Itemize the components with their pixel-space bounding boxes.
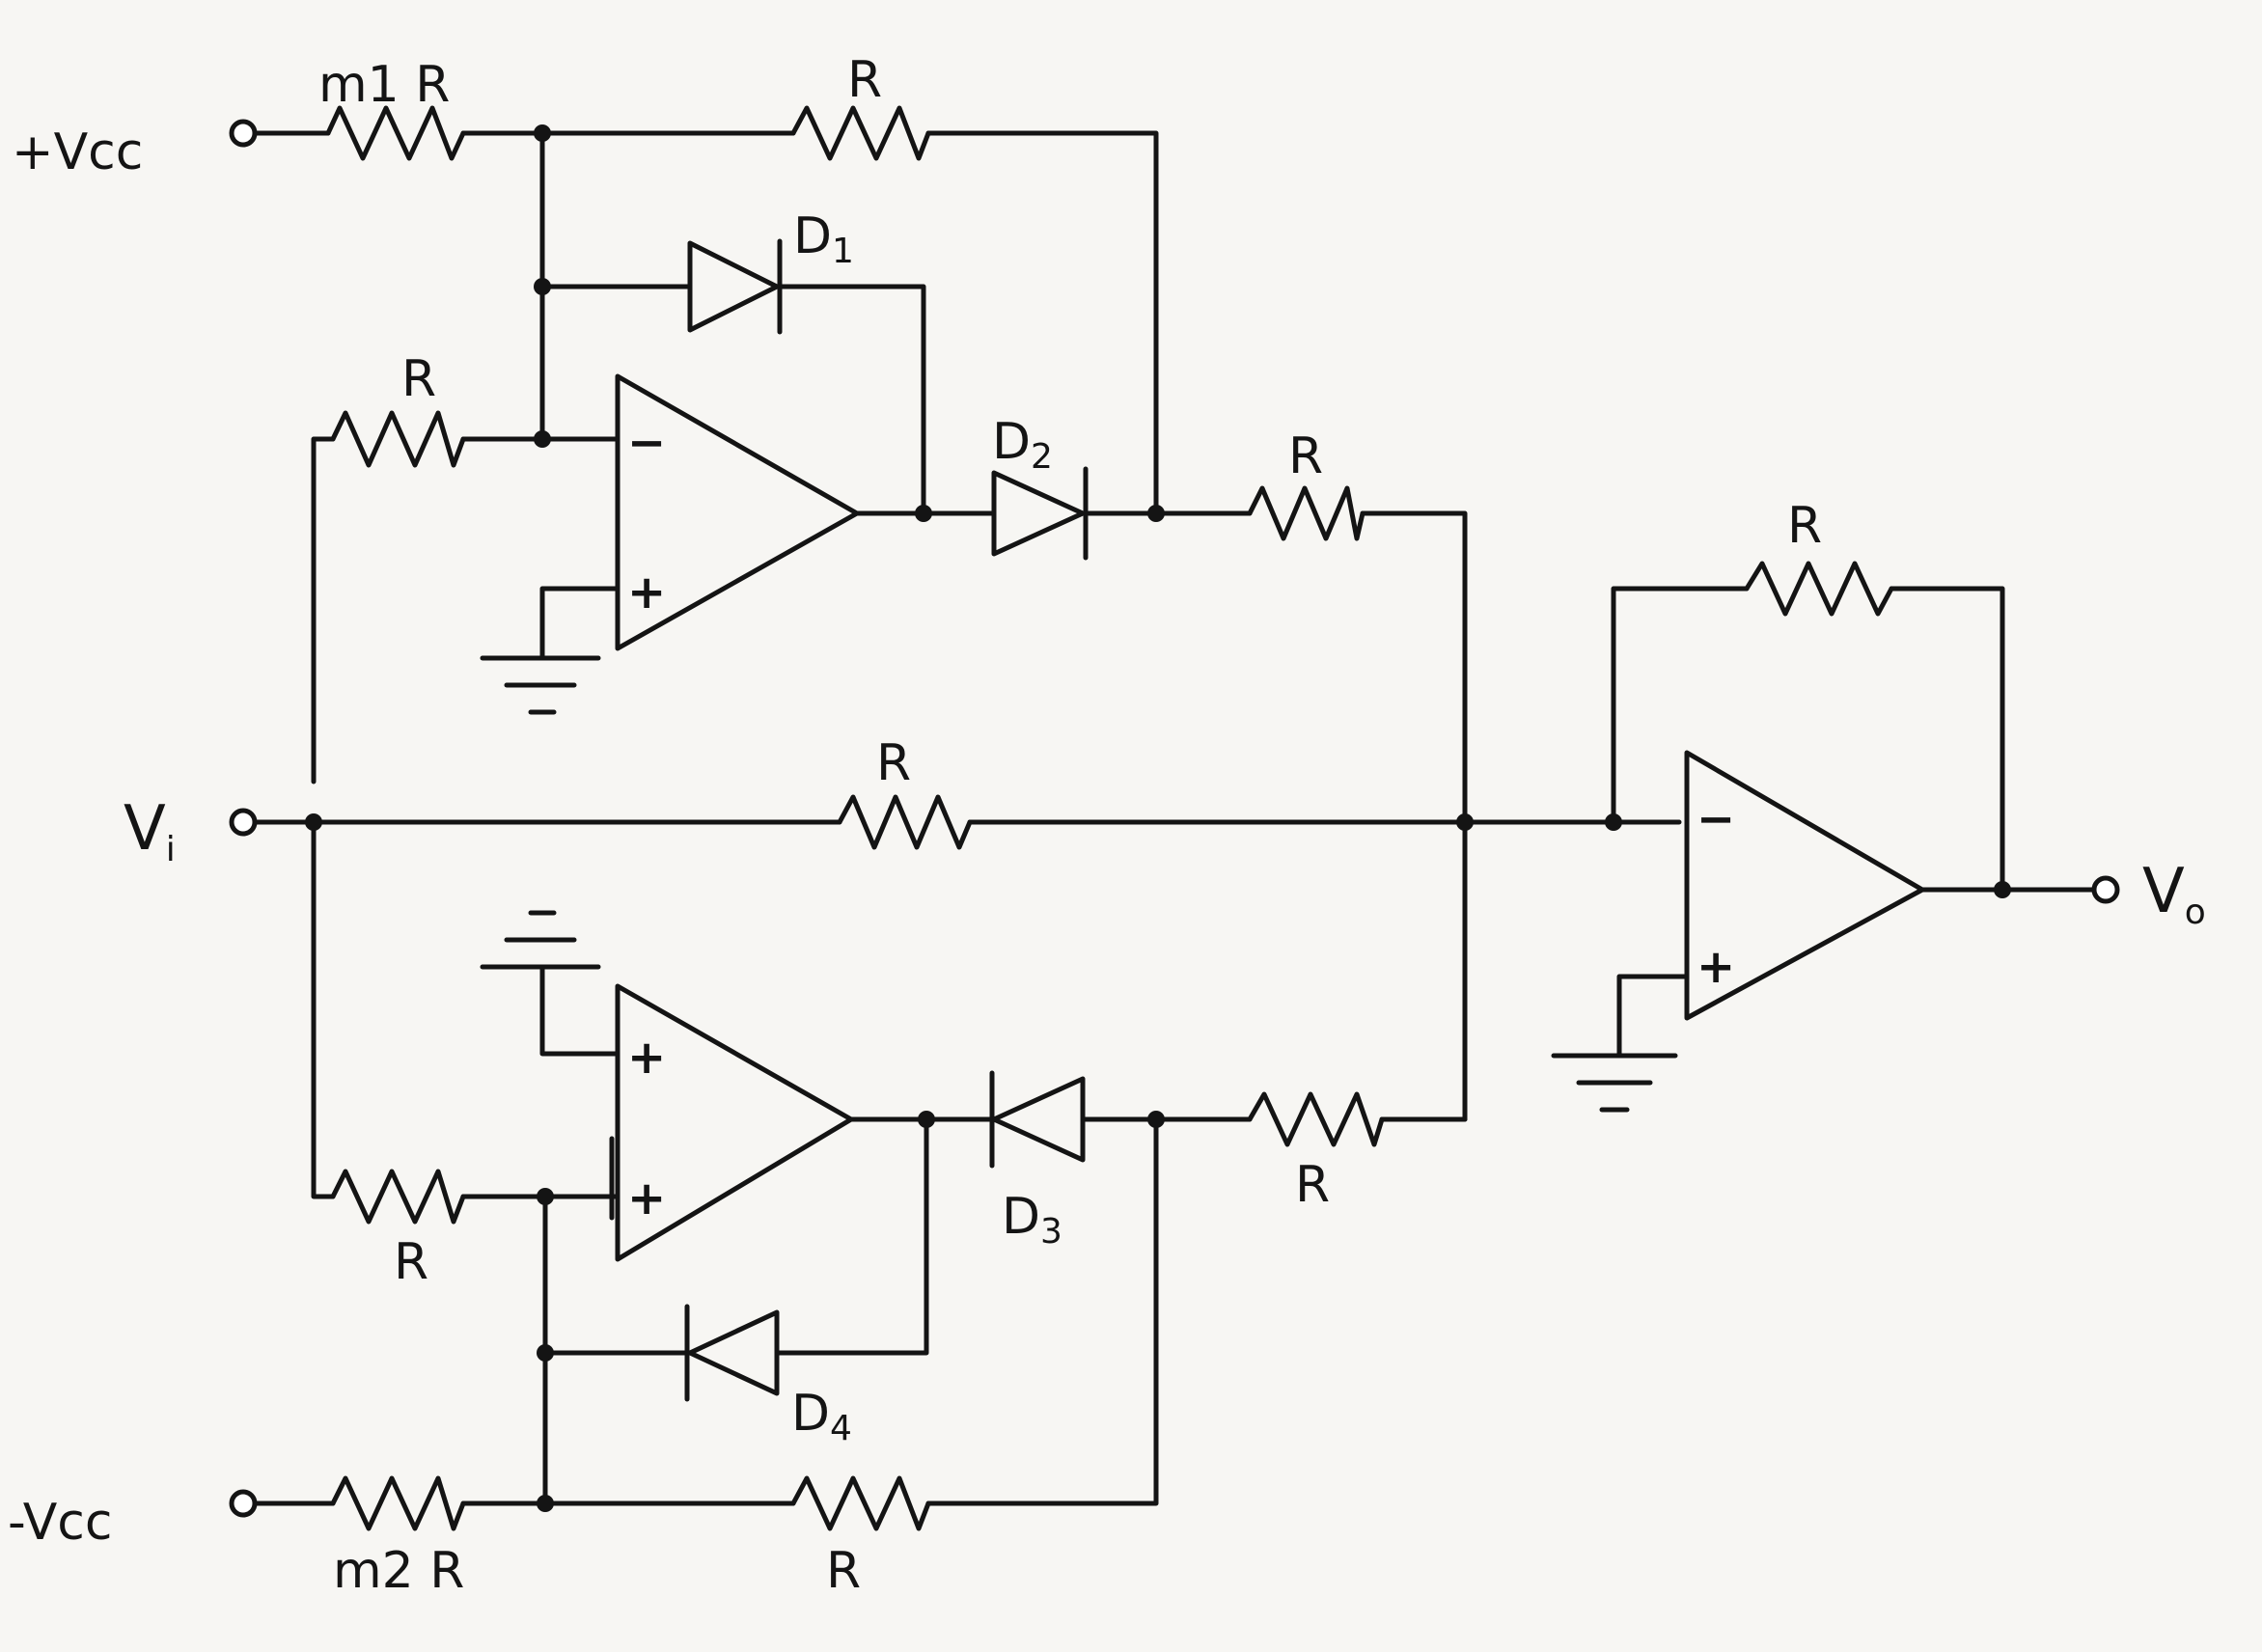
pin-lower-inverting: + <box>627 1171 666 1225</box>
label-vi: Vi <box>124 793 176 869</box>
diode-d3 <box>989 1070 1086 1169</box>
label-r-lower-output: R <box>1295 1156 1330 1214</box>
opamp-upper <box>615 373 860 651</box>
resistor-bottom <box>790 1475 931 1531</box>
resistor-upper-output <box>1247 485 1365 541</box>
pin-output-inverting: − <box>1696 792 1735 846</box>
opamp-lower <box>609 983 854 1262</box>
resistor-input-lower <box>330 1169 466 1225</box>
label-d1: D1 <box>793 207 854 271</box>
label-r-m1: m1 R <box>318 56 450 114</box>
label-d3: D3 <box>1002 1188 1062 1252</box>
label-r-center: R <box>876 734 911 792</box>
resistor-center <box>837 794 973 850</box>
terminal-vo <box>2091 875 2120 904</box>
terminal-neg-vcc <box>229 1489 258 1518</box>
diode-d2 <box>991 466 1089 561</box>
resistor-feedback <box>1744 561 1894 617</box>
label-d4: D4 <box>791 1385 852 1448</box>
terminal-pos-vcc <box>229 119 258 148</box>
label-r-bottom: R <box>826 1542 861 1600</box>
resistor-top <box>790 105 931 161</box>
resistor-m1 <box>325 105 466 161</box>
label-r-upper-output: R <box>1288 427 1323 485</box>
label-r-feedback: R <box>1787 497 1822 555</box>
resistor-m2 <box>330 1475 466 1531</box>
label-r-top: R <box>847 51 882 109</box>
ground-upper <box>480 655 601 715</box>
wires <box>253 130 2095 1508</box>
resistor-input-upper <box>330 410 466 468</box>
diode-d1 <box>687 238 783 335</box>
label-r-input-upper: R <box>401 350 436 408</box>
label-r-m2: m2 R <box>333 1542 464 1600</box>
label-pos-vcc: +Vcc <box>12 124 143 181</box>
label-vo: Vo <box>2142 856 2206 932</box>
pin-output-noninverting: + <box>1696 940 1735 994</box>
label-d2: D2 <box>992 413 1053 477</box>
pin-upper-inverting: − <box>627 416 666 470</box>
ground-lower <box>480 910 601 970</box>
diode-d4 <box>684 1304 780 1402</box>
pin-lower-noninverting: + <box>627 1031 666 1085</box>
terminal-vi <box>229 808 258 837</box>
resistor-lower-output <box>1247 1091 1385 1147</box>
ground-output <box>1551 1053 1678 1113</box>
label-neg-vcc: -Vcc <box>8 1494 112 1552</box>
junction-dots <box>305 124 2011 1512</box>
opamp-output <box>1684 750 1925 1021</box>
label-r-input-lower: R <box>394 1233 428 1291</box>
pin-upper-noninverting: + <box>627 565 666 620</box>
